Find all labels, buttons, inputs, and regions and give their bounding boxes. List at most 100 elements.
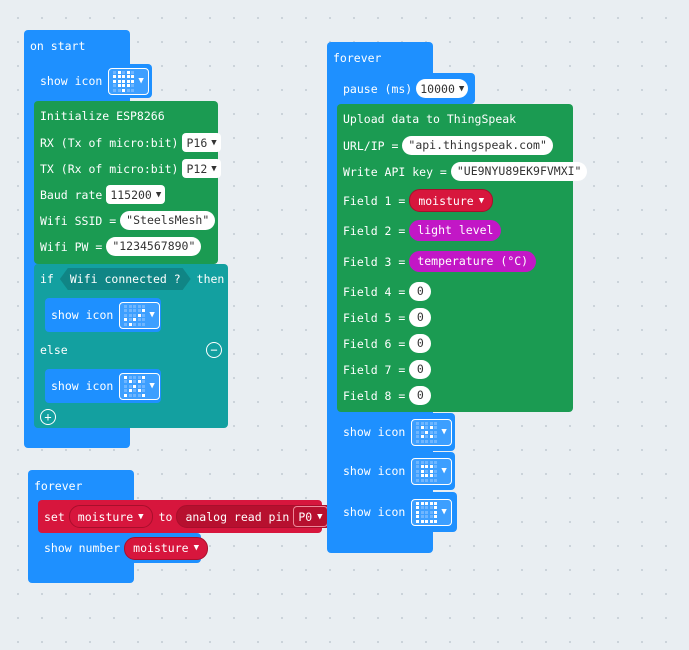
show-icon-block[interactable]: show icon ▼ <box>34 64 152 98</box>
ssid-input[interactable]: "SteelsMesh" <box>120 211 216 230</box>
show-icon-label: show icon <box>343 505 406 519</box>
icon-picker[interactable]: ▼ <box>119 372 160 400</box>
rx-pin-dropdown[interactable]: P16▼ <box>182 133 221 152</box>
to-label: to <box>158 509 173 524</box>
upload-title: Upload data to ThingSpeak <box>343 112 517 126</box>
chevron-down-icon: ▼ <box>138 511 144 522</box>
variable-dropdown[interactable]: moisture ▼ <box>68 505 153 528</box>
show-icon-label: show icon <box>51 308 114 322</box>
small-diamond-icon <box>416 421 438 443</box>
field4-input[interactable]: 0 <box>409 282 432 301</box>
show-icon-label: show icon <box>51 379 114 393</box>
analog-read-block[interactable]: analog read pin P0▼ <box>176 505 337 528</box>
if-label: if <box>40 272 54 286</box>
show-icon-diamond-block[interactable]: show icon ▼ <box>337 413 455 451</box>
field6-input[interactable]: 0 <box>409 334 432 353</box>
set-label: set <box>44 509 65 524</box>
field8-input[interactable]: 0 <box>409 386 432 405</box>
field5-label: Field 5 = <box>343 310 406 325</box>
cross-icon <box>124 375 146 397</box>
ssid-label: Wifi SSID = <box>40 213 117 228</box>
square-icon <box>416 501 438 523</box>
remove-else-icon[interactable]: − <box>206 342 222 358</box>
icon-picker[interactable]: ▼ <box>411 457 452 485</box>
pause-value-dropdown[interactable]: 10000▼ <box>416 79 469 98</box>
pw-label: Wifi PW = <box>40 239 103 254</box>
field2-light-level[interactable]: light level <box>409 220 502 241</box>
show-icon-label: show icon <box>40 74 103 88</box>
chevron-down-icon: ▼ <box>211 137 217 148</box>
field3-label: Field 3 = <box>343 254 406 269</box>
rx-pin-value: P16 <box>186 135 208 150</box>
field7-label: Field 7 = <box>343 362 406 377</box>
else-label: else <box>40 343 68 357</box>
chevron-down-icon: ▼ <box>441 507 447 517</box>
tx-label: TX (Rx of micro:bit) <box>40 161 179 176</box>
chevron-down-icon: ▼ <box>138 76 144 86</box>
esp-init-title: Initialize ESP8266 <box>40 109 165 123</box>
chevron-down-icon: ▼ <box>149 381 155 391</box>
field7-input[interactable]: 0 <box>409 360 432 379</box>
add-branch-icon[interactable]: + <box>40 409 56 425</box>
pin-dropdown[interactable]: P0▼ <box>293 506 328 527</box>
checkmark-icon <box>124 304 146 326</box>
chevron-down-icon: ▼ <box>149 310 155 320</box>
field4-label: Field 4 = <box>343 284 406 299</box>
forever-label: forever <box>333 51 382 65</box>
if-else-block[interactable]: if Wifi connected ? then else − + <box>34 264 228 428</box>
baud-dropdown[interactable]: 115200▼ <box>106 185 166 204</box>
show-icon-label: show icon <box>343 464 406 478</box>
tx-pin-dropdown[interactable]: P12▼ <box>182 159 221 178</box>
chevron-down-icon: ▼ <box>155 189 162 200</box>
chevron-down-icon: ▼ <box>317 511 323 522</box>
field1-variable[interactable]: moisture ▼ <box>409 189 494 212</box>
heart-icon <box>113 70 135 92</box>
field3-temperature[interactable]: temperature (°C) <box>409 251 537 272</box>
icon-picker[interactable]: ▼ <box>108 67 149 95</box>
field1-label: Field 1 = <box>343 193 406 208</box>
wifi-connected-condition[interactable]: Wifi connected ? <box>60 268 191 290</box>
tx-pin-value: P12 <box>186 161 208 176</box>
then-label: then <box>196 272 225 286</box>
set-variable-block[interactable]: set moisture ▼ to analog read pin P0▼ <box>38 500 337 533</box>
icon-picker[interactable]: ▼ <box>119 301 160 329</box>
show-icon-square-block[interactable]: show icon ▼ <box>337 492 457 532</box>
analog-read-label: analog read pin <box>185 509 290 524</box>
show-icon-cross-block[interactable]: show icon ▼ <box>45 369 161 403</box>
show-number-block[interactable]: show number moisture ▼ <box>38 533 208 563</box>
show-icon-label: show icon <box>343 425 406 439</box>
pause-block[interactable]: pause (ms) 10000▼ <box>337 73 475 104</box>
url-input[interactable]: "api.thingspeak.com" <box>402 136 553 155</box>
field8-label: Field 8 = <box>343 388 406 403</box>
number-variable-name: moisture <box>133 541 189 555</box>
field5-input[interactable]: 0 <box>409 308 432 327</box>
icon-picker[interactable]: ▼ <box>411 498 452 526</box>
chevron-down-icon: ▼ <box>441 427 447 437</box>
number-variable-dropdown[interactable]: moisture ▼ <box>124 536 208 560</box>
field2-label: Field 2 = <box>343 223 406 238</box>
field6-label: Field 6 = <box>343 336 406 351</box>
chevron-down-icon: ▼ <box>193 543 199 553</box>
thingspeak-upload-block[interactable]: Upload data to ThingSpeak URL/IP = "api.… <box>337 104 588 412</box>
icon-picker[interactable]: ▼ <box>411 418 452 446</box>
variable-name: moisture <box>77 509 134 524</box>
field1-value: moisture <box>418 193 474 208</box>
pause-value: 10000 <box>420 81 455 96</box>
show-icon-small-square-block[interactable]: show icon ▼ <box>337 452 455 490</box>
api-key-label: Write API key = <box>343 164 447 179</box>
rx-label: RX (Tx of micro:bit) <box>40 135 179 150</box>
if-body-spine <box>34 296 44 336</box>
pause-label: pause (ms) <box>343 81 413 96</box>
show-icon-check-block[interactable]: show icon ▼ <box>45 298 161 332</box>
esp8266-init-block[interactable]: Initialize ESP8266 RX (Tx of micro:bit) … <box>34 101 221 264</box>
chevron-down-icon: ▼ <box>478 195 485 206</box>
baud-label: Baud rate <box>40 187 103 202</box>
show-number-label: show number <box>44 541 121 555</box>
chevron-down-icon: ▼ <box>458 83 465 94</box>
api-key-input[interactable]: "UE9NYU89EK9FVMXI" <box>450 162 588 181</box>
url-label: URL/IP = <box>343 138 399 153</box>
pw-input[interactable]: "1234567890" <box>106 237 202 256</box>
chevron-down-icon: ▼ <box>441 466 447 476</box>
small-square-icon <box>416 460 438 482</box>
chevron-down-icon: ▼ <box>211 163 217 174</box>
